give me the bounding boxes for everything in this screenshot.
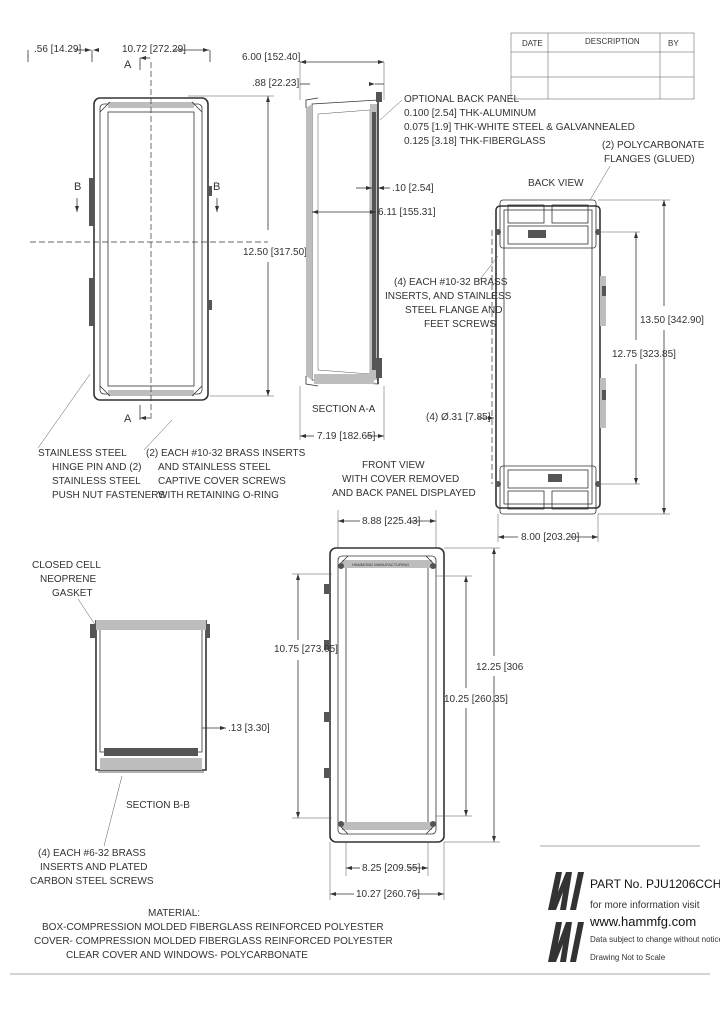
open-caption-2: WITH COVER REMOVED bbox=[342, 474, 459, 485]
bb-insert-note-1: (4) EACH #6-32 BRASS bbox=[38, 848, 146, 859]
disclaimer: Data subject to change without notice bbox=[590, 935, 720, 944]
hammond-logo bbox=[548, 872, 584, 962]
material-block: MATERIAL: BOX-COMPRESSION MOLDED FIBERGL… bbox=[34, 908, 393, 961]
section-a-a: 6.00 [152.40] .88 [22.23] OPTIONAL BACK … bbox=[242, 52, 635, 442]
title-block: PART No. PJU1206CCHF for more informatio… bbox=[10, 845, 720, 975]
dim-inner-depth: 6.11 [155.31] bbox=[378, 207, 436, 218]
dim-flange-width: .56 [14.29] bbox=[34, 44, 81, 55]
dim-panel-gap: .10 [2.54] bbox=[392, 183, 434, 194]
revision-table: DATE DESCRIPTION BY bbox=[510, 32, 695, 100]
back-panel-note-3: 0.075 [1.9] THK-WHITE STEEL & GALVANNEAL… bbox=[404, 122, 635, 133]
back-panel-note-4: 0.125 [3.18] THK-FIBERGLASS bbox=[404, 136, 546, 147]
material-line-3: CLEAR COVER AND WINDOWS- POLYCARBONATE bbox=[66, 950, 308, 961]
insert-note-4: FEET SCREWS bbox=[424, 319, 496, 330]
cover-screw-note-3: CAPTIVE COVER SCREWS bbox=[158, 476, 286, 487]
section-b-b: CLOSED CELL NEOPRENE GASKET .13 [3.30] S… bbox=[30, 560, 270, 887]
dim-open-top-width: 8.88 [225.43] bbox=[362, 516, 421, 527]
section-letter-a-bottom: A bbox=[124, 413, 132, 425]
dim-lip: .88 [22.23] bbox=[252, 78, 299, 89]
flange-note-2: FLANGES (GLUED) bbox=[604, 154, 695, 165]
optional-back-panel bbox=[372, 112, 376, 370]
dim-section-bottom: 7.19 [182.65] bbox=[317, 431, 376, 442]
material-heading: MATERIAL: bbox=[148, 908, 200, 919]
back-view-label: BACK VIEW bbox=[528, 178, 584, 189]
dim-open-panel-width: 8.25 [209.55] bbox=[362, 863, 421, 874]
hinge-pin-upper bbox=[89, 178, 94, 226]
info-line: for more information visit bbox=[590, 900, 700, 911]
hinge-note-2: HINGE PIN AND (2) bbox=[52, 462, 141, 473]
cover-screw-note-1: (2) EACH #10-32 BRASS INSERTS bbox=[146, 448, 306, 459]
rev-header-date: DATE bbox=[522, 39, 543, 48]
bb-insert-note-2: INSERTS AND PLATED bbox=[40, 862, 147, 873]
front-view-open: FRONT VIEW WITH COVER REMOVED AND BACK P… bbox=[274, 460, 524, 900]
website-link[interactable]: www.hammfg.com bbox=[589, 914, 696, 929]
back-view: (2) POLYCARBONATE FLANGES (GLUED) BACK V… bbox=[385, 140, 705, 543]
left-notes: STAINLESS STEEL HINGE PIN AND (2) STAINL… bbox=[37, 373, 306, 501]
dim-open-panel-height: 10.75 [273.05] bbox=[274, 644, 338, 655]
hinge-note-1: STAINLESS STEEL bbox=[38, 448, 127, 459]
hinge-note-3: STAINLESS STEEL bbox=[52, 476, 141, 487]
dim-front-height: 12.50 [317.50] bbox=[243, 247, 307, 258]
open-box-outline bbox=[329, 547, 445, 843]
section-b-b-label: SECTION B-B bbox=[126, 800, 190, 811]
bb-insert-note-3: CARBON STEEL SCREWS bbox=[30, 876, 154, 887]
open-inner-text: HAMMOND MANUFACTURING bbox=[352, 562, 409, 567]
dim-hole-spacing: 12.75 [323.85] bbox=[612, 349, 676, 360]
flange-note-1: (2) POLYCARBONATE bbox=[602, 140, 705, 151]
cover-screw-note-2: AND STAINLESS STEEL bbox=[158, 462, 271, 473]
hinge-note-4: PUSH NUT FASTENERS bbox=[52, 490, 165, 501]
gasket-note-2: NEOPRENE bbox=[40, 574, 96, 585]
material-line-2: COVER- COMPRESSION MOLDED FIBERGLASS REI… bbox=[34, 936, 393, 947]
back-panel-note-2: 0.100 [2.54] THK-ALUMINUM bbox=[404, 108, 536, 119]
part-number: PART No. PJU1206CCHF bbox=[590, 877, 720, 891]
section-letter-a-top: A bbox=[124, 59, 132, 71]
scale-note: Drawing Not to Scale bbox=[590, 953, 666, 962]
dim-open-overall-width: 10.27 [260.76] bbox=[356, 889, 420, 900]
insert-note-1: (4) EACH #10-32 BRASS bbox=[394, 277, 508, 288]
front-view: .56 [14.29] 10.72 [272.29] A A B B bbox=[27, 44, 307, 425]
open-caption-1: FRONT VIEW bbox=[362, 460, 425, 471]
rev-header-description: DESCRIPTION bbox=[585, 37, 640, 46]
insert-note-3: STEEL FLANGE AND bbox=[405, 305, 502, 316]
section-letter-b-left: B bbox=[74, 181, 81, 193]
dim-hole-diameter: (4) Ø.31 [7.85] bbox=[426, 412, 491, 423]
material-line-1: BOX-COMPRESSION MOLDED FIBERGLASS REINFO… bbox=[42, 922, 384, 933]
dim-back-width: 8.00 [203.20] bbox=[521, 532, 580, 543]
dim-depth-total: 6.00 [152.40] bbox=[242, 52, 301, 63]
section-a-a-label: SECTION A-A bbox=[312, 404, 376, 415]
dim-open-overall-height: 12.25 [306 bbox=[476, 662, 524, 673]
rev-header-by: BY bbox=[668, 39, 679, 48]
cover-screw-note-4: WITH RETAINING O-RING bbox=[158, 490, 279, 501]
dim-wall-thickness: .13 [3.30] bbox=[228, 723, 270, 734]
section-letter-b-right: B bbox=[213, 181, 220, 193]
dim-overall-width: 10.72 [272.29] bbox=[122, 44, 186, 55]
insert-note-2: INSERTS, AND STAINLESS bbox=[385, 291, 512, 302]
gasket-note-3: GASKET bbox=[52, 588, 93, 599]
back-view-outline bbox=[495, 205, 601, 509]
dim-open-inner-height: 10.25 [260.35] bbox=[444, 694, 508, 705]
gasket-note-1: CLOSED CELL bbox=[32, 560, 101, 571]
open-caption-3: AND BACK PANEL DISPLAYED bbox=[332, 488, 476, 499]
hinge-pin-lower bbox=[89, 278, 94, 326]
back-panel-note-1: OPTIONAL BACK PANEL bbox=[404, 94, 519, 105]
dim-back-overall-height: 13.50 [342.90] bbox=[640, 315, 704, 326]
